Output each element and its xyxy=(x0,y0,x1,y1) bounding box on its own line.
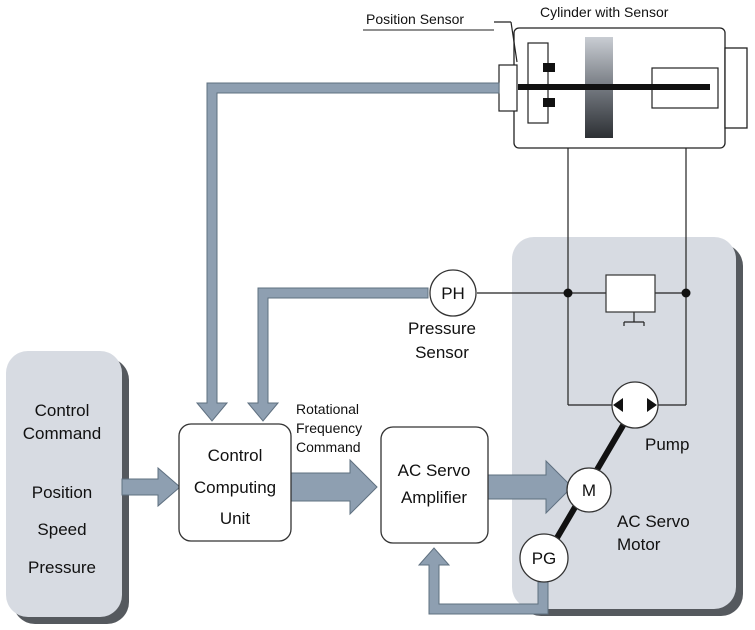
ccu-label-1: Control xyxy=(208,446,263,465)
position-label: Position xyxy=(32,483,92,502)
ccu-label-3: Unit xyxy=(220,509,251,528)
junction-dot-right xyxy=(681,288,691,298)
speed-label: Speed xyxy=(37,520,86,539)
pressure-sensor-circle xyxy=(429,269,477,317)
pg-feedback-arrow xyxy=(417,547,549,615)
pressure-feedback-arrow xyxy=(246,287,429,422)
position-feedback-arrow xyxy=(195,82,500,422)
motor-circle xyxy=(566,467,612,513)
pg-label: PG xyxy=(532,549,557,568)
position-sensor-label: Position Sensor xyxy=(366,11,464,27)
command-arrow xyxy=(121,466,181,508)
rfc-label-3: Command xyxy=(296,439,361,455)
motor-label-1: AC Servo xyxy=(617,512,690,531)
amplifier-label-1: AC Servo xyxy=(398,461,471,480)
position-sensor-leader-drop xyxy=(510,21,518,63)
pressure-sensor-label-2: Sensor xyxy=(415,343,469,362)
cylinder-with-sensor-label: Cylinder with Sensor xyxy=(540,4,669,20)
amplifier-to-motor-arrow xyxy=(487,459,573,515)
pump-symbol xyxy=(611,381,659,429)
control-command-label-2: Command xyxy=(23,424,101,443)
m-label: M xyxy=(582,481,596,500)
hydraulic-lines xyxy=(477,148,687,406)
rotational-frequency-arrow xyxy=(290,458,378,516)
rfc-label-2: Frequency xyxy=(296,420,362,436)
ac-servo-amplifier-box xyxy=(380,426,489,544)
pressure-sensor-label-1: Pressure xyxy=(408,319,476,338)
junction-dot-left xyxy=(563,288,573,298)
pg-circle xyxy=(519,533,569,583)
amplifier-label-2: Amplifier xyxy=(401,488,467,507)
cylinder-with-sensor xyxy=(498,27,748,149)
control-command-panel xyxy=(6,351,129,624)
motor-label-2: Motor xyxy=(617,535,661,554)
pressure-label: Pressure xyxy=(28,558,96,577)
pump-label: Pump xyxy=(645,435,689,454)
control-computing-unit-box xyxy=(178,423,292,542)
ccu-label-2: Computing xyxy=(194,478,276,497)
control-command-label-1: Control xyxy=(35,401,90,420)
ph-label: PH xyxy=(441,284,465,303)
relief-valve xyxy=(605,274,656,313)
rfc-label-1: Rotational xyxy=(296,401,359,417)
